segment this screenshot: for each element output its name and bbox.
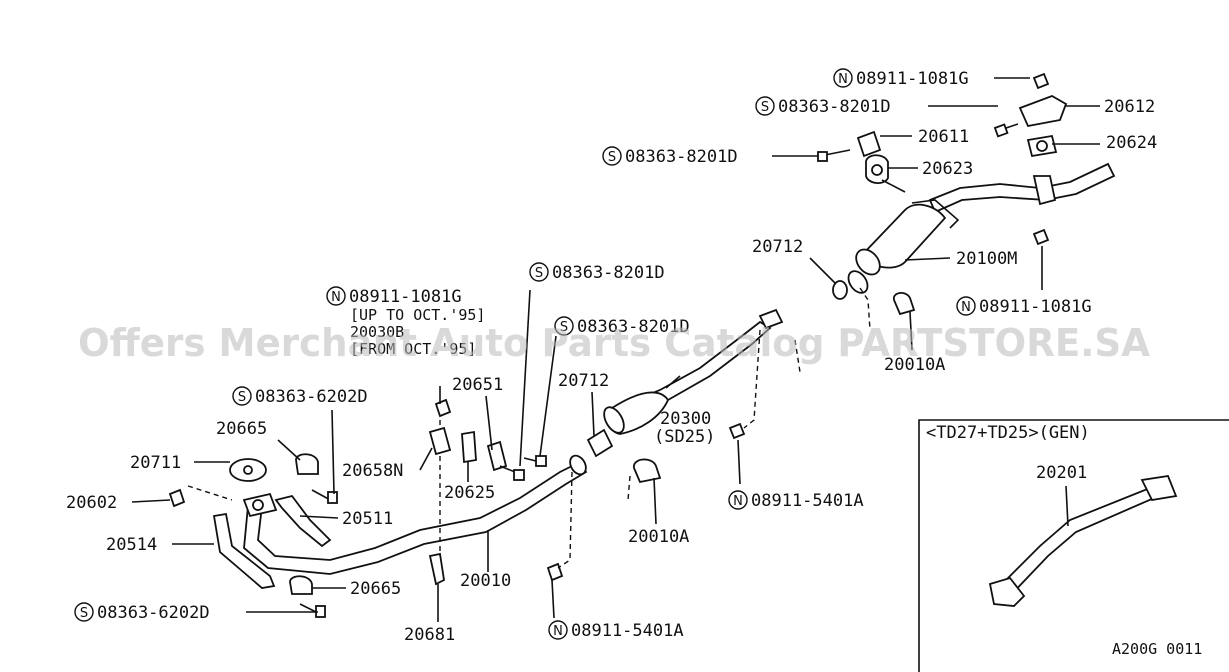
- figure-code: A200G 0011: [1112, 640, 1202, 658]
- n-prefix-circle: [728, 490, 748, 510]
- part-label-20712-upper: 20712: [752, 237, 803, 257]
- n-prefix-circle: [956, 296, 976, 316]
- n-prefix-letter: N: [961, 300, 971, 315]
- part-label-20100M: 20100M: [956, 249, 1017, 269]
- part-note-20300: (SD25): [654, 427, 715, 447]
- fastener-label-s5: 08363-6202D: [255, 387, 368, 407]
- n-prefix-letter: N: [733, 494, 743, 509]
- fastener-label-n1: 08911-1081G: [856, 69, 969, 89]
- part-label-20511: 20511: [342, 509, 393, 529]
- fastener-label-s3: 08363-8201D: [552, 263, 665, 283]
- leader-lines: [131, 77, 1100, 622]
- part-label-20623: 20623: [922, 159, 973, 179]
- part-label-20514: 20514: [106, 535, 157, 555]
- part-label-20665-lower: 20665: [350, 579, 401, 599]
- part-label-20602: 20602: [66, 493, 117, 513]
- center-muffler-assembly: [586, 308, 784, 501]
- s-prefix-circle: [602, 146, 622, 166]
- part-label-20612: 20612: [1104, 97, 1155, 117]
- fastener-label-n2: 08911-1081G: [979, 297, 1092, 317]
- part-label-20300: 20300: [660, 409, 711, 429]
- part-label-20611: 20611: [918, 127, 969, 147]
- s-prefix-letter: S: [761, 100, 769, 115]
- part-label-20030B: 20030B: [350, 323, 404, 341]
- part-label-20665-upper: 20665: [216, 419, 267, 439]
- inset-title: <TD27+TD25>(GEN): [926, 423, 1090, 443]
- fastener-label-n5: 08911-5401A: [571, 621, 684, 641]
- front-exhaust-pipe: [168, 398, 588, 618]
- n-prefix-letter: N: [553, 624, 563, 639]
- s-prefix-letter: S: [238, 390, 246, 405]
- part-label-20624: 20624: [1106, 133, 1157, 153]
- s-prefix-circle: [755, 96, 775, 116]
- part-label-20010A-upper: 20010A: [884, 355, 945, 375]
- rear-muffler-assembly: [794, 72, 1116, 373]
- part-label-20681: 20681: [404, 625, 455, 645]
- part-note-20030B-from: [FROM OCT.'95]: [350, 340, 476, 358]
- s-prefix-circle: [74, 602, 94, 622]
- part-label-20010A-lower: 20010A: [628, 527, 689, 547]
- part-note-20030B-upto: [UP TO OCT.'95]: [350, 306, 485, 324]
- s-prefix-letter: S: [535, 266, 543, 281]
- inset-panel: [918, 419, 1229, 672]
- fastener-label-s2: 08363-8201D: [625, 147, 738, 167]
- n-prefix-letter: N: [838, 72, 848, 87]
- s-prefix-circle: [529, 262, 549, 282]
- n-prefix-letter: N: [331, 290, 341, 305]
- s-prefix-letter: S: [80, 606, 88, 621]
- part-label-20711: 20711: [130, 453, 181, 473]
- fastener-label-s4: 08363-8201D: [577, 317, 690, 337]
- n-prefix-circle: [833, 68, 853, 88]
- fastener-prefix-circles: N S S N S N S S N S N: [74, 68, 976, 640]
- watermark-text: Offers Merchant Auto Parts Catalog PARTS…: [78, 321, 1151, 365]
- fastener-label-s6: 08363-6202D: [97, 603, 210, 623]
- part-label-20658N: 20658N: [342, 461, 403, 481]
- n-prefix-circle: [548, 620, 568, 640]
- part-label-20712-lower: 20712: [558, 371, 609, 391]
- s-prefix-letter: S: [608, 150, 616, 165]
- fastener-label-s1: 08363-8201D: [778, 97, 891, 117]
- fastener-label-n4: 08911-5401A: [751, 491, 864, 511]
- n-prefix-circle: [326, 286, 346, 306]
- s-prefix-circle: [554, 316, 574, 336]
- part-label-20010: 20010: [460, 571, 511, 591]
- fastener-label-n3: 08911-1081G: [349, 287, 462, 307]
- part-labels: 08911-1081G 08363-8201D 20612 20611 2062…: [66, 69, 1202, 658]
- part-label-20201: 20201: [1036, 463, 1087, 483]
- s-prefix-letter: S: [560, 320, 568, 335]
- part-label-20651: 20651: [452, 375, 503, 395]
- s-prefix-circle: [232, 386, 252, 406]
- part-label-20625: 20625: [444, 483, 495, 503]
